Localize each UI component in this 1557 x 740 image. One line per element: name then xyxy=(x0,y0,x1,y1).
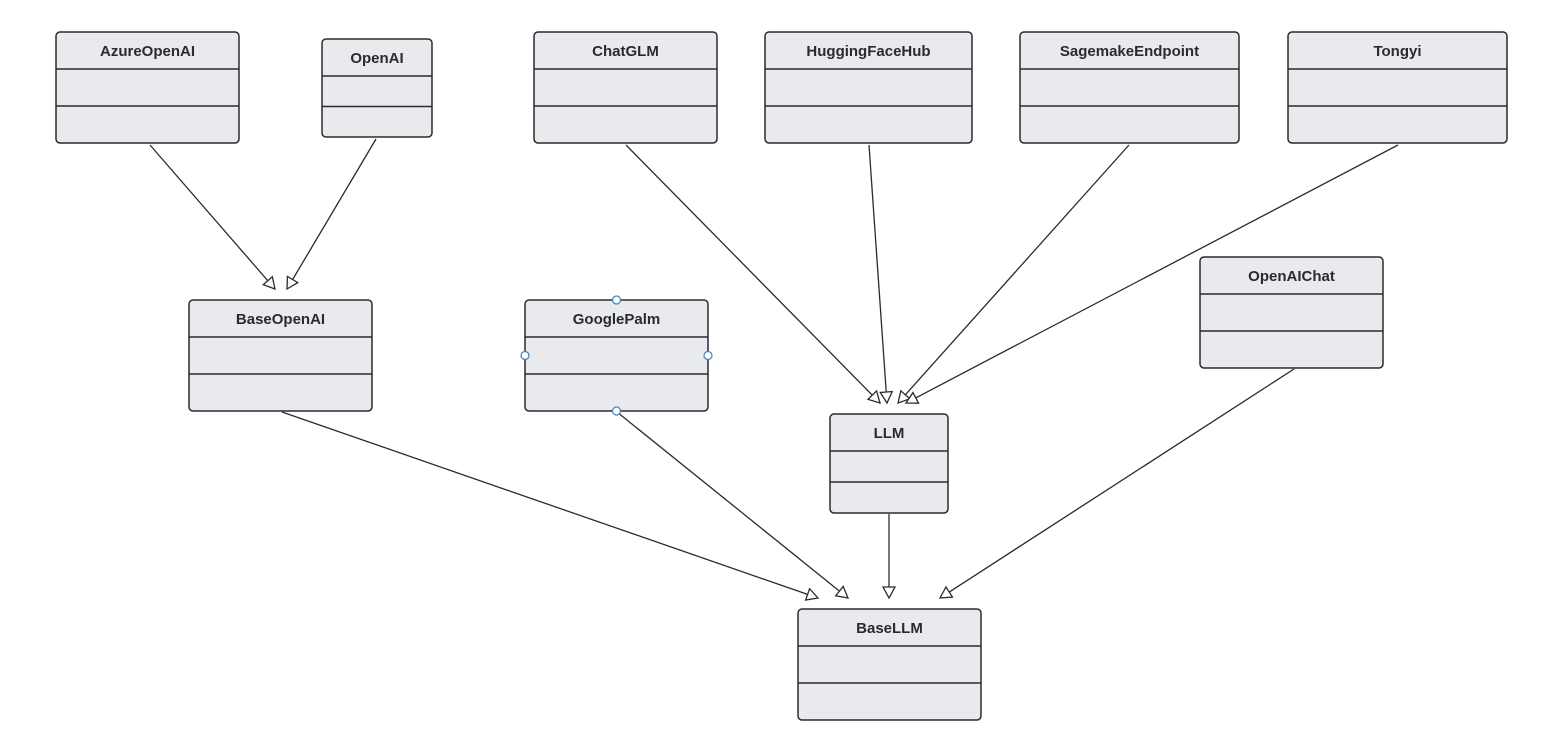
inheritance-edge-huggingfacehub-to-llm[interactable] xyxy=(868,144,894,405)
connection-handle-bottom[interactable] xyxy=(611,406,622,416)
attributes-compartment xyxy=(831,452,947,481)
methods-compartment xyxy=(535,107,716,142)
class-tongyi[interactable]: Tongyi xyxy=(1287,31,1508,144)
inheritance-arrowhead xyxy=(938,585,954,599)
class-box xyxy=(1019,31,1240,144)
methods-compartment xyxy=(57,107,238,142)
inheritance-edge-sagemakeendpoint-to-llm[interactable] xyxy=(897,144,1130,405)
class-name: GooglePalm xyxy=(573,311,661,328)
inheritance-arrowhead xyxy=(834,585,850,599)
attributes-compartment xyxy=(535,70,716,105)
inheritance-edges xyxy=(149,138,1399,601)
methods-compartment xyxy=(1021,107,1238,142)
edge-line xyxy=(292,138,377,280)
methods-compartment xyxy=(831,483,947,512)
inheritance-arrowhead xyxy=(881,586,897,600)
class-baseopenai[interactable]: BaseOpenAI xyxy=(188,299,373,412)
attributes-compartment xyxy=(766,70,971,105)
inheritance-edge-azureopenai-to-baseopenai[interactable] xyxy=(149,144,276,291)
class-name: Tongyi xyxy=(1373,43,1421,60)
class-name: AzureOpenAI xyxy=(100,43,195,60)
methods-compartment xyxy=(766,107,971,142)
edge-line xyxy=(948,368,1295,593)
class-box xyxy=(829,413,949,514)
class-googlepalm[interactable]: GooglePalm xyxy=(520,295,713,416)
attributes-compartment xyxy=(1021,70,1238,105)
inheritance-arrowhead xyxy=(879,390,894,405)
inheritance-edge-tongyi-to-llm[interactable] xyxy=(904,144,1399,404)
class-name: OpenAIChat xyxy=(1248,268,1335,285)
class-huggingfacehub[interactable]: HuggingFaceHub xyxy=(764,31,973,144)
class-sagemakeendpoint[interactable]: SagemakeEndpoint xyxy=(1019,31,1240,144)
inheritance-arrowhead xyxy=(866,389,881,404)
attributes-compartment xyxy=(57,70,238,105)
connection-handle-top[interactable] xyxy=(611,295,622,305)
edge-line xyxy=(868,144,887,393)
class-llm[interactable]: LLM xyxy=(829,413,949,514)
edge-line xyxy=(915,144,1399,399)
class-openaichat[interactable]: OpenAIChat xyxy=(1199,256,1384,369)
class-box xyxy=(55,31,240,144)
connection-handle-left[interactable] xyxy=(520,350,530,361)
class-box xyxy=(797,608,982,721)
class-box xyxy=(188,299,373,412)
edge-line xyxy=(625,144,873,396)
inheritance-arrowhead xyxy=(286,275,300,291)
attributes-compartment xyxy=(1289,70,1506,105)
edge-line xyxy=(616,411,840,592)
attributes-compartment xyxy=(190,338,371,373)
connection-handle-right[interactable] xyxy=(703,350,713,361)
methods-compartment xyxy=(526,375,707,410)
attributes-compartment xyxy=(526,338,707,373)
inheritance-arrowhead xyxy=(262,275,276,291)
methods-compartment xyxy=(190,375,371,410)
class-azureopenai[interactable]: AzureOpenAI xyxy=(55,31,240,144)
attributes-compartment xyxy=(799,647,980,682)
class-name: BaseLLM xyxy=(856,620,923,637)
class-name: LLM xyxy=(874,425,905,442)
attributes-compartment xyxy=(323,77,431,106)
class-name: ChatGLM xyxy=(592,43,659,60)
inheritance-edge-baseopenai-to-basellm[interactable] xyxy=(281,411,820,601)
class-name: OpenAI xyxy=(350,50,403,67)
class-box xyxy=(1199,256,1384,369)
attributes-compartment xyxy=(1201,295,1382,330)
inheritance-edge-llm-to-basellm[interactable] xyxy=(881,514,897,600)
inheritance-arrowhead xyxy=(804,587,820,601)
edge-line xyxy=(149,144,269,282)
methods-compartment xyxy=(1201,332,1382,367)
class-box xyxy=(1287,31,1508,144)
methods-compartment xyxy=(799,684,980,719)
class-name: SagemakeEndpoint xyxy=(1060,43,1199,60)
inheritance-edge-googlepalm-to-basellm[interactable] xyxy=(616,411,850,599)
methods-compartment xyxy=(323,108,431,137)
class-box xyxy=(764,31,973,144)
class-openai[interactable]: OpenAI xyxy=(321,38,433,138)
inheritance-edge-chatglm-to-llm[interactable] xyxy=(625,144,881,404)
class-basellm[interactable]: BaseLLM xyxy=(797,608,982,721)
class-name: HuggingFaceHub xyxy=(806,43,930,60)
class-nodes: AzureOpenAI OpenAI ChatGLM HuggingFaceHub Sa… xyxy=(55,31,1508,721)
edge-line xyxy=(904,144,1130,396)
class-box xyxy=(321,38,433,138)
inheritance-edge-openaichat-to-basellm[interactable] xyxy=(938,368,1295,599)
edge-line xyxy=(281,411,808,596)
class-box xyxy=(533,31,718,144)
class-name: BaseOpenAI xyxy=(236,311,325,328)
inheritance-edge-openai-to-baseopenai[interactable] xyxy=(286,138,377,291)
class-chatglm[interactable]: ChatGLM xyxy=(533,31,718,144)
inheritance-arrowhead xyxy=(897,389,912,405)
methods-compartment xyxy=(1289,107,1506,142)
inheritance-arrowhead xyxy=(904,391,920,404)
